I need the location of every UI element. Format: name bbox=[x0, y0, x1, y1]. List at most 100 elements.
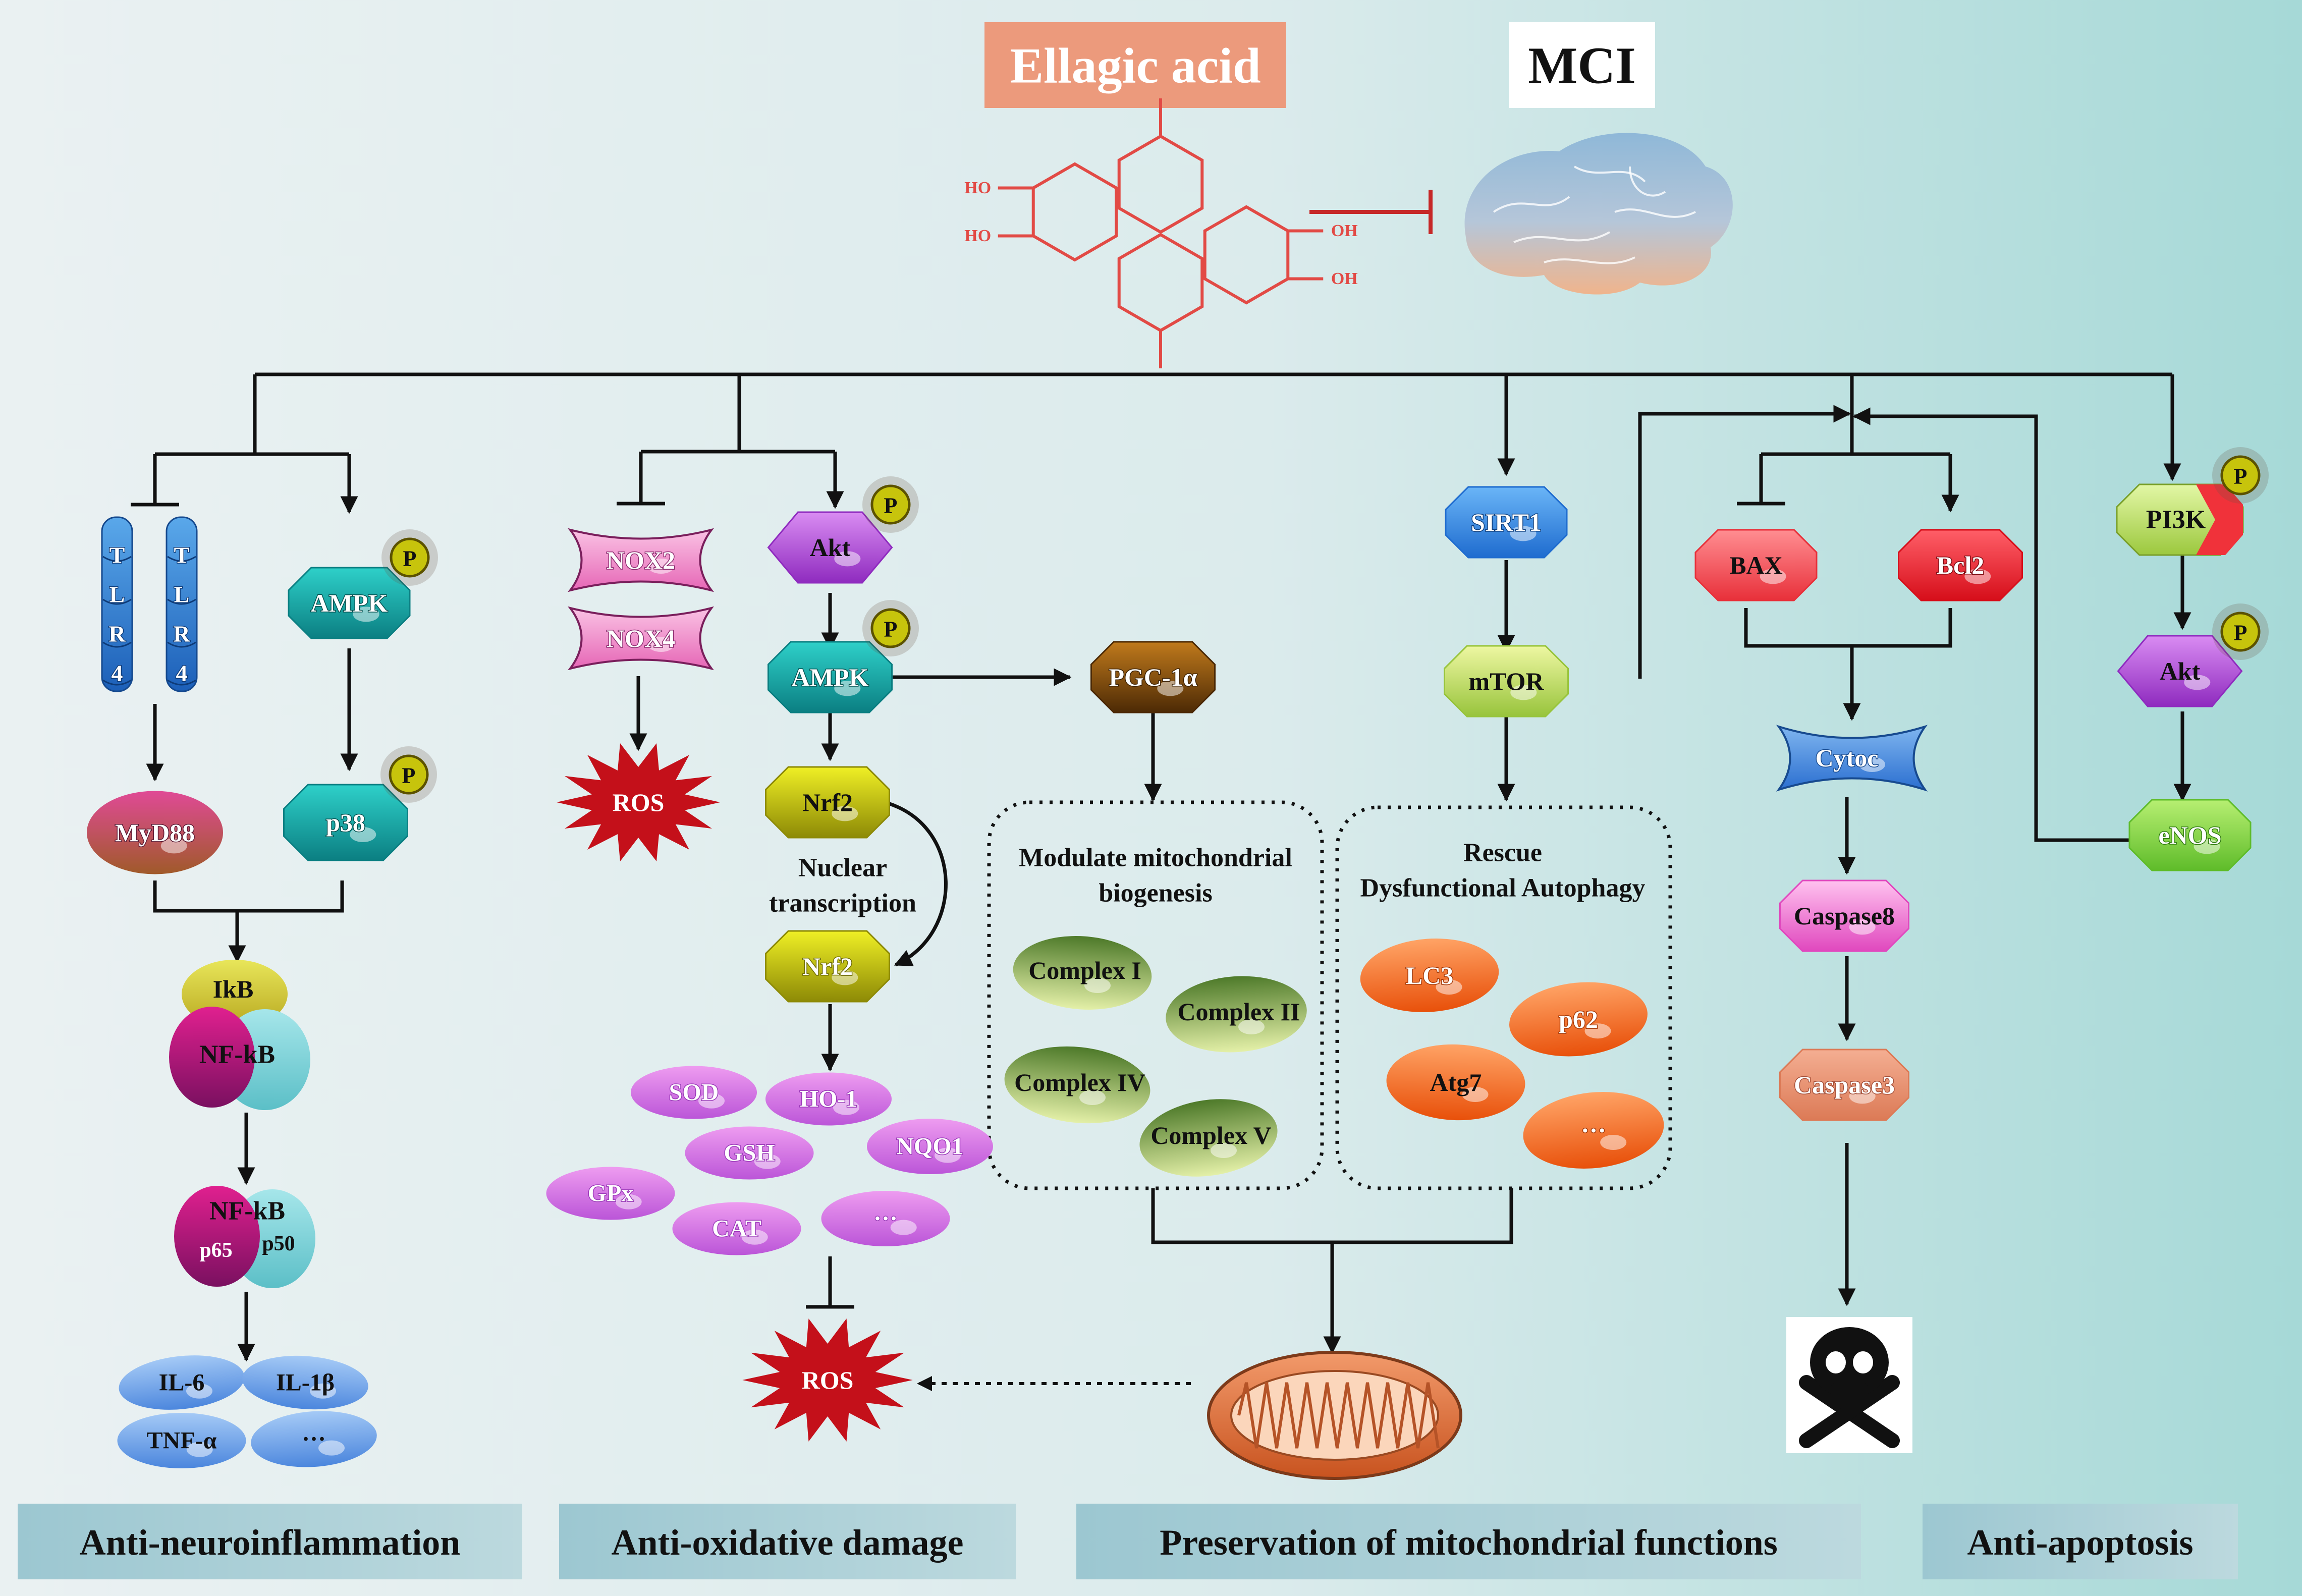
autophagy-item-node-label: p62 bbox=[1559, 1005, 1598, 1033]
akt-apoptosis-phospho-badge: P bbox=[2212, 603, 2269, 660]
disease-title-text: MCI bbox=[1528, 37, 1636, 95]
akt-node-apoptosis: Akt bbox=[2117, 635, 2243, 707]
complex-label: Complex IV bbox=[1014, 1068, 1145, 1096]
tlr4-letter: T bbox=[174, 542, 190, 568]
mtor-node: mTOR bbox=[1444, 645, 1569, 718]
cytokine-node: IL-1β bbox=[242, 1355, 368, 1410]
section-label-text: Preservation of mitochondrial functions bbox=[1160, 1522, 1778, 1563]
pi3k-phospho-badge: P bbox=[2212, 447, 2269, 504]
ampk-oxidative-phospho-badge: P bbox=[862, 600, 919, 656]
p38-phospho-badge-label: P bbox=[402, 763, 416, 788]
ros-node-top: ROS bbox=[557, 743, 720, 861]
section-label-text: Anti-oxidative damage bbox=[612, 1522, 964, 1563]
complex-label: Complex II bbox=[1177, 998, 1300, 1026]
mitochondrial-complex-node: Complex II bbox=[1166, 976, 1307, 1053]
cytokine-node-label: ··· bbox=[302, 1426, 326, 1453]
caspase8-node-label: Caspase8 bbox=[1794, 902, 1895, 930]
akt-node-label: Akt bbox=[810, 533, 851, 562]
biogenesis-title-line-1: Modulate mitochondrial bbox=[1019, 844, 1292, 872]
complex-label: Complex I bbox=[1028, 956, 1141, 984]
mtor-node-label: mTOR bbox=[1468, 667, 1544, 695]
autophagy-title-line-1: Rescue bbox=[1463, 839, 1542, 867]
caspase3-node: Caspase3 bbox=[1779, 1049, 1909, 1121]
section-label-text: Anti-neuroinflammation bbox=[80, 1522, 461, 1563]
cytokine-node-label: IL-6 bbox=[159, 1369, 205, 1396]
tlr4-letter: 4 bbox=[112, 661, 123, 686]
autophagy-item-node: Atg7 bbox=[1386, 1044, 1525, 1121]
tlr4-letter: L bbox=[109, 582, 125, 608]
antioxidant-enzyme-node-label: ··· bbox=[873, 1205, 898, 1232]
ampk-node-oxidative-label: AMPK bbox=[792, 663, 869, 691]
antioxidant-enzyme-node: GPx bbox=[546, 1167, 675, 1220]
antioxidant-enzyme-node: SOD bbox=[631, 1066, 757, 1119]
enos-node: eNOS bbox=[2128, 799, 2252, 871]
antioxidant-enzyme-node-label: GPx bbox=[588, 1180, 634, 1207]
section-label: Preservation of mitochondrial functions bbox=[1076, 1504, 1861, 1579]
ikb-label: IkB bbox=[213, 975, 254, 1003]
pgc1a-node: PGC-1α bbox=[1090, 641, 1216, 713]
nrf2-node-bottom: Nrf2 bbox=[765, 930, 890, 1003]
autophagy-item-node-label: ··· bbox=[1581, 1116, 1606, 1144]
autophagy-item-node: p62 bbox=[1509, 982, 1648, 1057]
tlr4-receptor: TLR 4 bbox=[101, 516, 133, 692]
nox4-node: NOX4 bbox=[568, 606, 714, 671]
cytokine-node-label: IL-1β bbox=[276, 1369, 335, 1396]
section-label: Anti-apoptosis bbox=[1923, 1504, 2238, 1579]
autophagy-item-node: LC3 bbox=[1360, 939, 1499, 1012]
pi3k-node: PI3K bbox=[2116, 483, 2244, 556]
ros-node-bottom-label: ROS bbox=[802, 1366, 854, 1394]
p50-label: p50 bbox=[262, 1232, 295, 1255]
nrf2-node-top-label: Nrf2 bbox=[802, 788, 853, 816]
p65-label: p65 bbox=[199, 1239, 232, 1262]
pgc1a-node-label: PGC-1α bbox=[1109, 663, 1197, 691]
sirt1-node-label: SIRT1 bbox=[1471, 508, 1542, 536]
ellagic-acid-structure bbox=[998, 98, 1324, 368]
complex-label: Complex V bbox=[1150, 1121, 1271, 1149]
autophagy-box bbox=[1335, 805, 1672, 1190]
cytokine-node: TNF-α bbox=[117, 1413, 246, 1468]
disease-title: MCI bbox=[1509, 22, 1655, 108]
antioxidant-enzyme-node: HO-1 bbox=[765, 1072, 892, 1126]
mitochondrial-complex-node: Complex V bbox=[1139, 1099, 1278, 1177]
skull-crossbones-icon bbox=[1786, 1317, 1912, 1453]
nuclear-translocation-arrow bbox=[887, 801, 948, 967]
biogenesis-box bbox=[987, 800, 1324, 1190]
tlr4-letter: L bbox=[174, 582, 190, 608]
caspase3-node-label: Caspase3 bbox=[1794, 1071, 1895, 1099]
akt-phospho-badge: P bbox=[862, 476, 919, 533]
mitochondrion-icon bbox=[1207, 1351, 1462, 1480]
cytokine-node: IL-6 bbox=[119, 1355, 245, 1410]
bax-bcl2-join bbox=[1744, 608, 1952, 648]
molecule-group: HO bbox=[964, 179, 991, 197]
molecule-group: OH bbox=[1331, 222, 1358, 240]
autophagy-item-node: ··· bbox=[1523, 1091, 1664, 1169]
caspase8-node: Caspase8 bbox=[1779, 879, 1909, 952]
cytoc-node: Cytoc bbox=[1776, 725, 1928, 792]
antioxidant-enzyme-node: NQO1 bbox=[867, 1119, 993, 1174]
ros-node-bottom: ROS bbox=[742, 1318, 913, 1442]
tlr4-letter: R bbox=[108, 621, 126, 647]
autophagy-item-node-label: Atg7 bbox=[1430, 1068, 1482, 1096]
p38-phospho-badge: P bbox=[380, 746, 437, 803]
mitochondrial-complex-node: Complex IV bbox=[1004, 1046, 1150, 1124]
akt-apoptosis-phospho-badge-label: P bbox=[2234, 621, 2248, 645]
ampk-phospho-badge: P bbox=[381, 529, 438, 586]
akt-phospho-badge-label: P bbox=[884, 493, 898, 518]
nrf2-node-top: Nrf2 bbox=[765, 766, 890, 839]
nox4-node-label: NOX4 bbox=[607, 624, 675, 652]
ampk-node: AMPK bbox=[288, 567, 411, 639]
antioxidant-enzyme-node: CAT bbox=[672, 1202, 801, 1255]
tlr4-letter: T bbox=[109, 542, 125, 568]
nrf2-node-bottom-label: Nrf2 bbox=[802, 952, 853, 980]
enos-feedback bbox=[1852, 407, 2132, 842]
tlr4-letter: R bbox=[173, 621, 190, 647]
cytokine-node: ··· bbox=[251, 1411, 377, 1467]
ampk-phospho-badge-label: P bbox=[403, 546, 417, 571]
ampk-node-oxidative: AMPK bbox=[768, 641, 893, 713]
molecule-group: OH bbox=[1331, 269, 1358, 288]
section-label: Anti-neuroinflammation bbox=[18, 1504, 522, 1579]
antioxidant-enzyme-node-label: NQO1 bbox=[896, 1133, 963, 1160]
nox2-node: NOX2 bbox=[568, 528, 714, 592]
